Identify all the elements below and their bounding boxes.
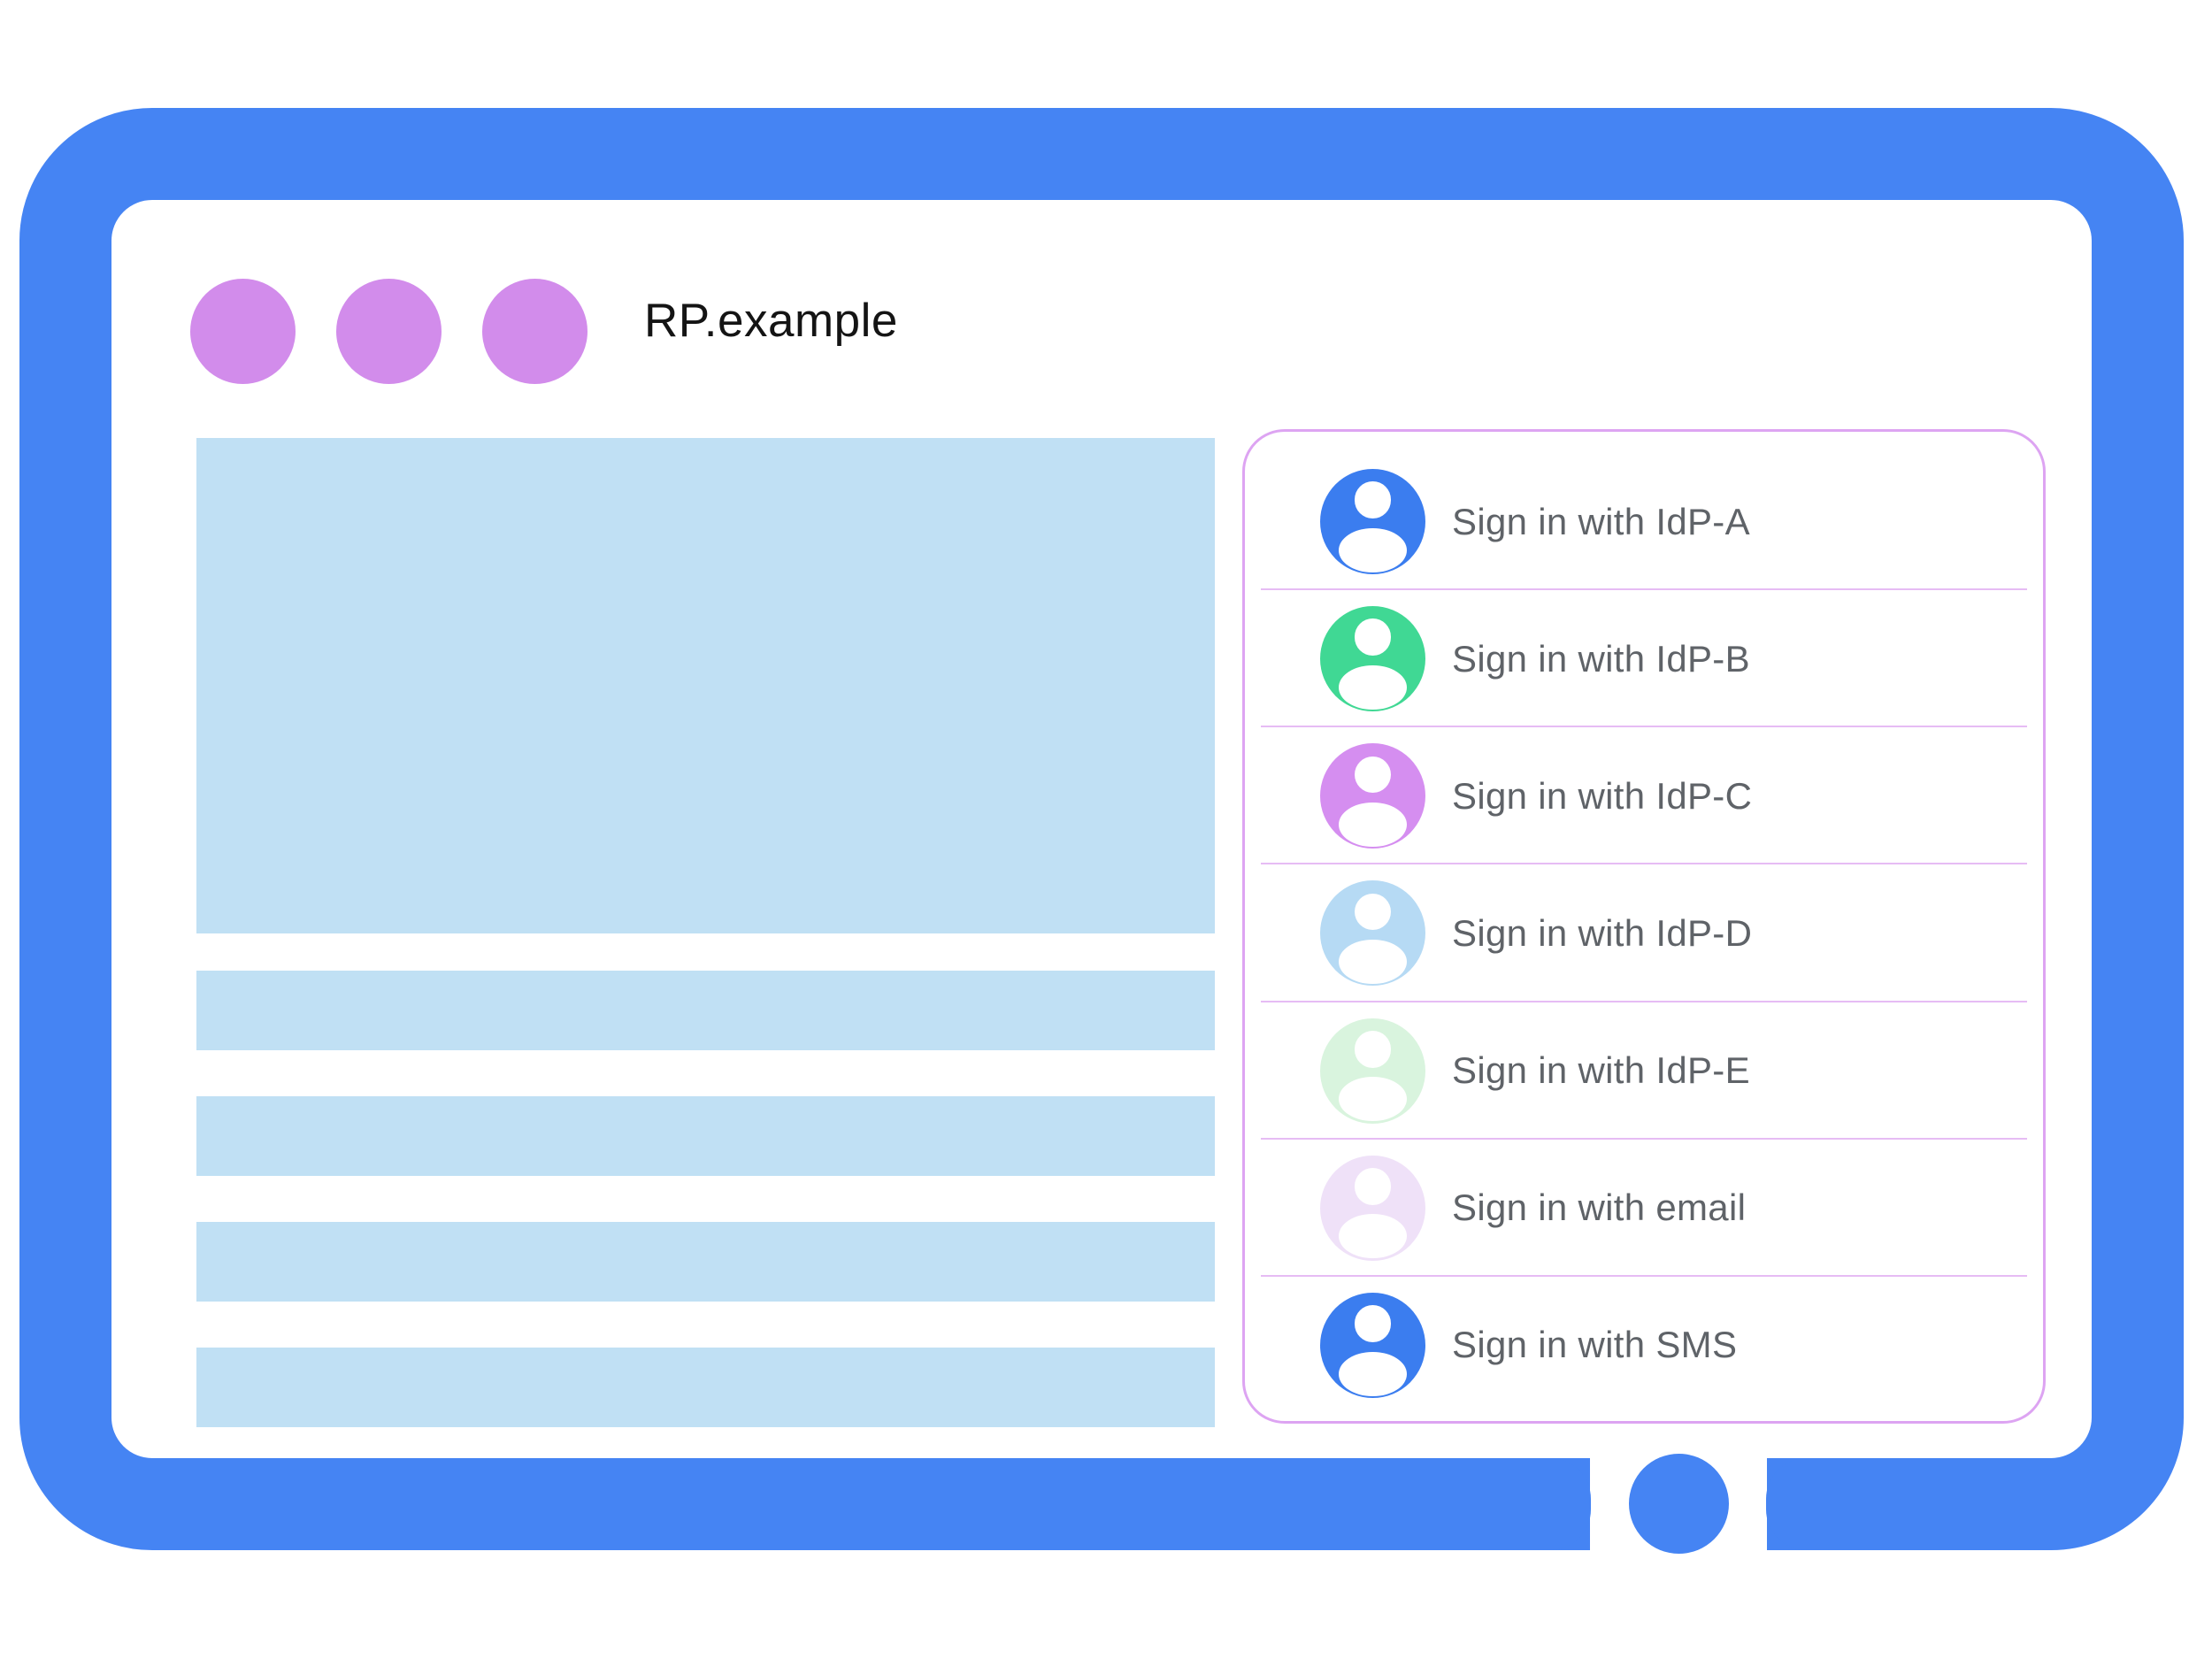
person-icon bbox=[1320, 1155, 1425, 1261]
frame-bottom-bar-left-cap bbox=[1513, 1458, 1591, 1550]
person-head bbox=[1354, 1305, 1392, 1342]
person-torso bbox=[1339, 1077, 1407, 1122]
person-torso bbox=[1339, 940, 1407, 985]
signin-panel: Sign in with IdP-A Sign in with IdP-B Si… bbox=[1242, 429, 2046, 1424]
person-head bbox=[1354, 893, 1392, 931]
person-head bbox=[1354, 756, 1392, 794]
signin-option-label: Sign in with email bbox=[1452, 1187, 1747, 1229]
content-placeholder-bar bbox=[196, 1222, 1215, 1302]
signin-option-idp-e[interactable]: Sign in with IdP-E bbox=[1245, 1002, 2043, 1140]
person-icon bbox=[1320, 469, 1425, 575]
person-torso bbox=[1339, 527, 1407, 572]
person-head bbox=[1354, 1168, 1392, 1205]
content-placeholder-bar bbox=[196, 971, 1215, 1050]
person-head bbox=[1354, 1030, 1392, 1068]
signin-option-label: Sign in with IdP-D bbox=[1452, 911, 1753, 954]
signin-option-label: Sign in with IdP-B bbox=[1452, 637, 1750, 680]
window-control-dot bbox=[482, 279, 588, 384]
person-icon bbox=[1320, 1018, 1425, 1124]
signin-option-idp-c[interactable]: Sign in with IdP-C bbox=[1245, 727, 2043, 865]
content-placeholder-bar bbox=[196, 1348, 1215, 1427]
signin-option-idp-b[interactable]: Sign in with IdP-B bbox=[1245, 590, 2043, 728]
frame-bottom-bar-right-cap bbox=[1766, 1458, 1844, 1550]
person-icon bbox=[1320, 743, 1425, 849]
person-torso bbox=[1339, 1214, 1407, 1259]
home-button-circle bbox=[1629, 1454, 1729, 1554]
person-head bbox=[1354, 481, 1392, 518]
person-icon bbox=[1320, 1292, 1425, 1398]
person-torso bbox=[1339, 1351, 1407, 1396]
signin-option-label: Sign in with SMS bbox=[1452, 1324, 1738, 1366]
person-head bbox=[1354, 618, 1392, 657]
signin-option-idp-a[interactable]: Sign in with IdP-A bbox=[1245, 453, 2043, 591]
window-control-dot bbox=[336, 279, 442, 384]
page-title: RP.example bbox=[644, 295, 898, 347]
content-placeholder-bar bbox=[196, 1096, 1215, 1176]
signin-option-idp-d[interactable]: Sign in with IdP-D bbox=[1245, 864, 2043, 1002]
signin-option-label: Sign in with IdP-E bbox=[1452, 1049, 1750, 1092]
person-torso bbox=[1339, 664, 1407, 710]
signin-option-email[interactable]: Sign in with email bbox=[1245, 1140, 2043, 1277]
window-controls bbox=[190, 279, 588, 384]
window-control-dot bbox=[190, 279, 296, 384]
signin-option-label: Sign in with IdP-A bbox=[1452, 500, 1750, 542]
signin-option-label: Sign in with IdP-C bbox=[1452, 774, 1753, 817]
person-icon bbox=[1320, 606, 1425, 712]
person-icon bbox=[1320, 880, 1425, 987]
signin-option-sms[interactable]: Sign in with SMS bbox=[1245, 1277, 2043, 1414]
person-torso bbox=[1339, 802, 1407, 847]
content-placeholder-hero bbox=[196, 438, 1215, 933]
